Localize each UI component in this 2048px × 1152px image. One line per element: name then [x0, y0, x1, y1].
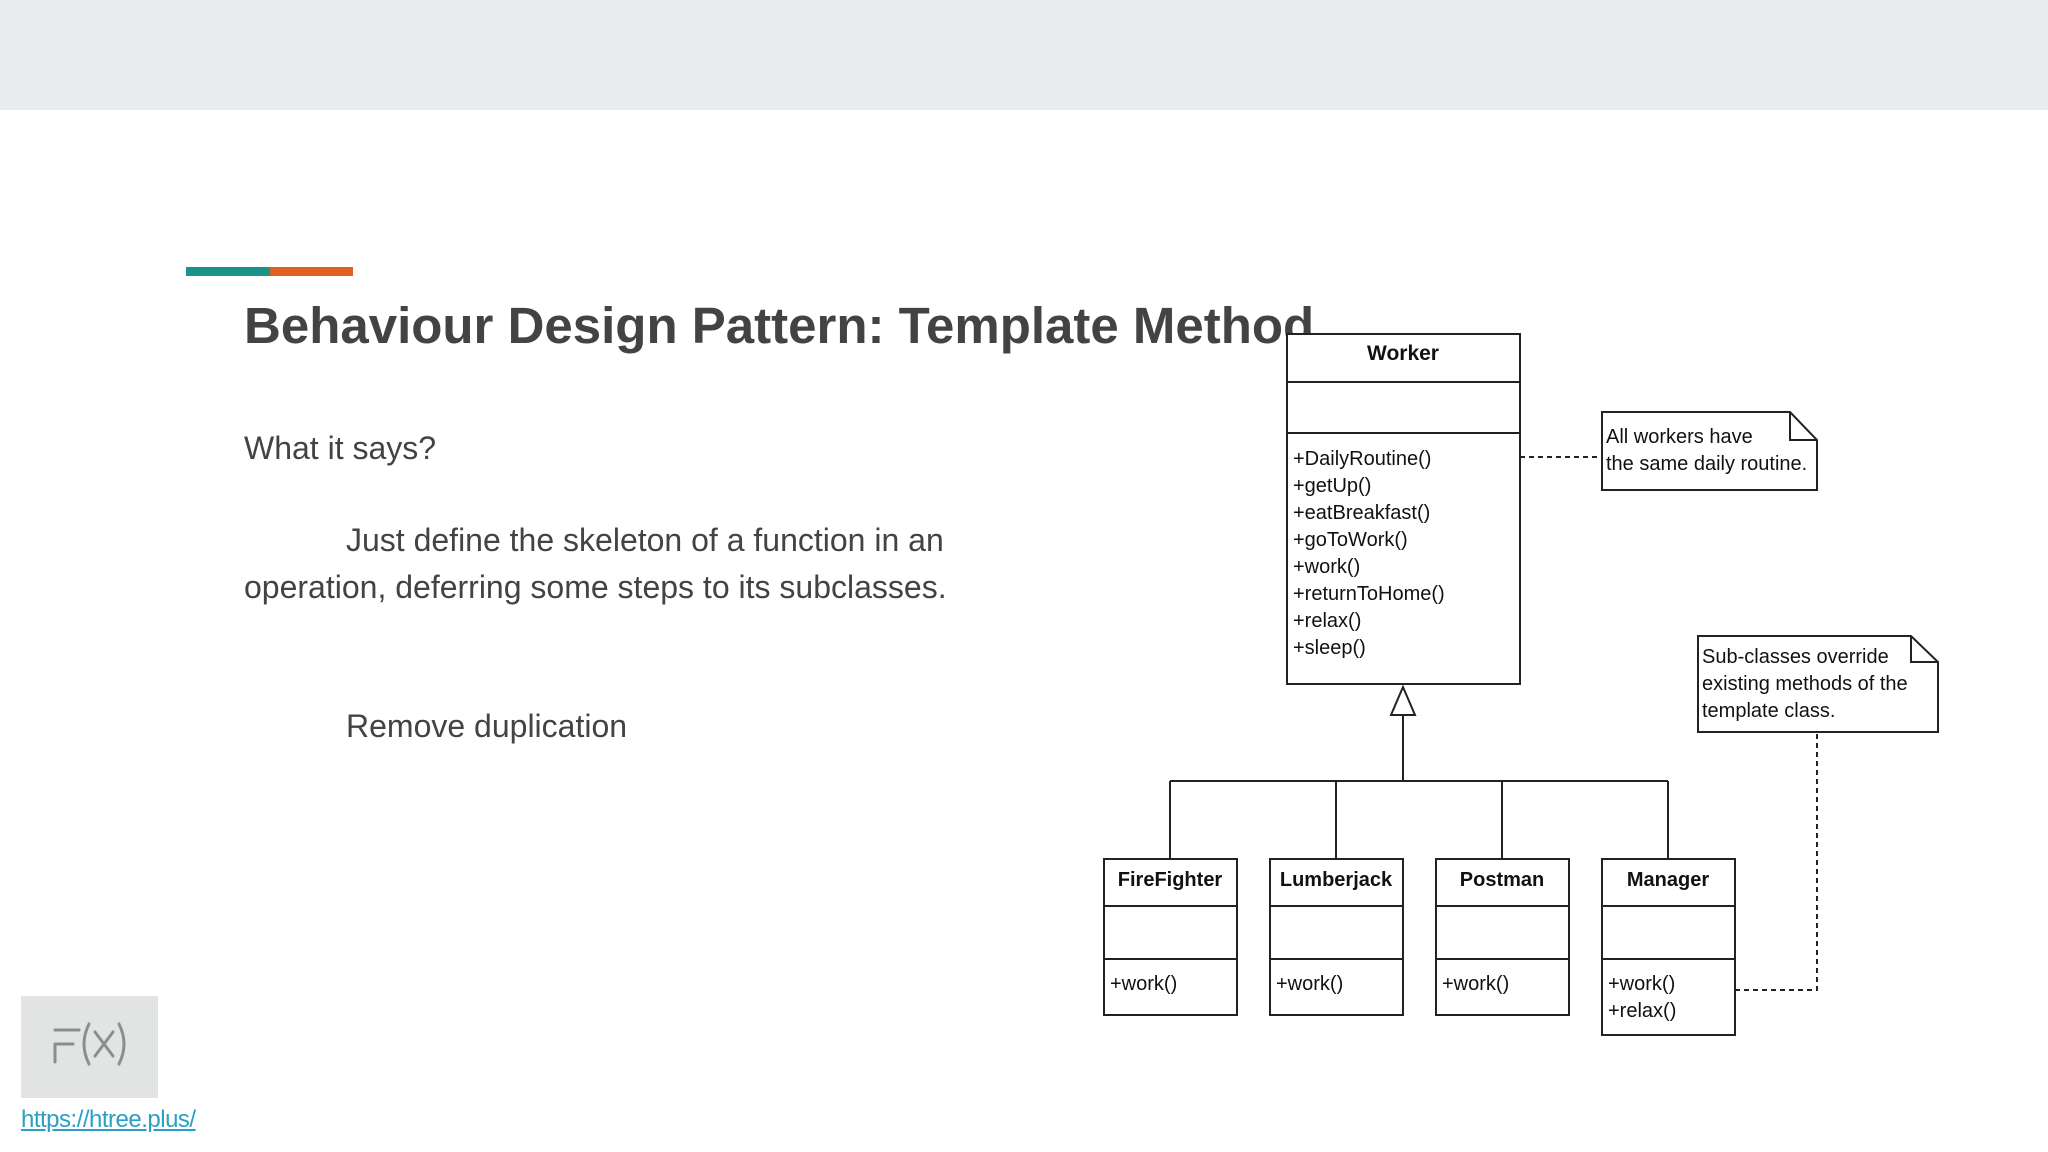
worker-class-name: Worker	[1367, 342, 1439, 365]
worker-method: +returnToHome()	[1293, 583, 1445, 605]
worker-method: +DailyRoutine()	[1293, 448, 1431, 470]
slide-title: Behaviour Design Pattern: Template Metho…	[244, 297, 1315, 354]
lumberjack-class-name: Lumberjack	[1280, 869, 1393, 891]
question-text: What it says?	[244, 430, 437, 466]
subclass-note-line: existing methods of the	[1702, 673, 1908, 695]
postman-class-name: Postman	[1460, 869, 1544, 891]
fx-logo	[21, 996, 158, 1098]
manager-class-name: Manager	[1627, 869, 1709, 891]
duplication-text: Remove duplication	[346, 708, 628, 744]
manager-method: +work()	[1608, 973, 1675, 995]
accent-bar-teal	[186, 267, 270, 276]
worker-note-line: All workers have	[1606, 426, 1753, 448]
worker-note-line: the same daily routine.	[1606, 453, 1807, 475]
worker-method: +work()	[1293, 556, 1360, 578]
worker-method: +sleep()	[1293, 637, 1366, 659]
subclass-note-line: template class.	[1702, 700, 1835, 722]
firefighter-method: +work()	[1110, 973, 1177, 995]
worker-method: +eatBreakfast()	[1293, 502, 1430, 524]
firefighter-class-name: FireFighter	[1118, 869, 1223, 891]
worker-method: +goToWork()	[1293, 529, 1408, 551]
lumberjack-method: +work()	[1276, 973, 1343, 995]
manager-method: +relax()	[1608, 1000, 1676, 1022]
worker-method: +getUp()	[1293, 475, 1371, 497]
accent-bar-orange	[270, 267, 353, 276]
top-band	[0, 0, 2048, 110]
description-text: Just define the skeleton of a function i…	[244, 522, 947, 605]
subclass-note-line: Sub-classes override	[1702, 646, 1889, 668]
worker-method: +relax()	[1293, 610, 1361, 632]
postman-method: +work()	[1442, 973, 1509, 995]
htree-link[interactable]: https://htree.plus/	[21, 1106, 196, 1133]
